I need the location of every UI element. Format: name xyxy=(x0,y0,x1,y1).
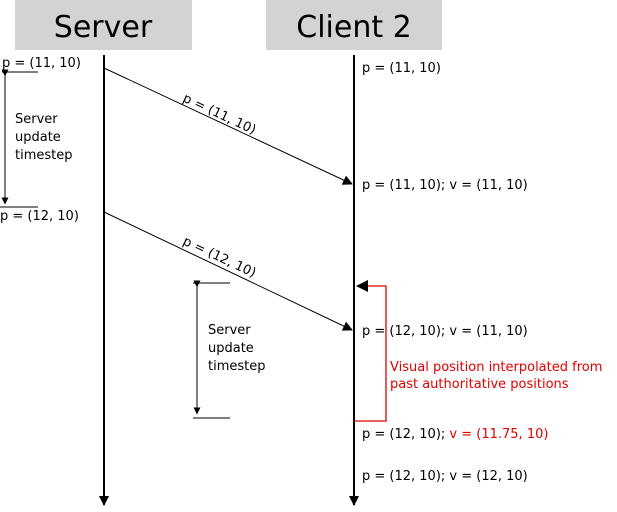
client-state-1: p = (11, 10) xyxy=(362,61,441,76)
message-arrow-1 xyxy=(103,67,353,185)
arrowhead-icon xyxy=(356,280,368,292)
client-header-label: Client 2 xyxy=(296,10,411,45)
client-header-box xyxy=(266,0,442,50)
message-label-1: p = (11, 10) xyxy=(180,91,258,138)
server-position-1: p = (11, 10) xyxy=(2,56,81,71)
client-state-5: p = (12, 10); v = (12, 10) xyxy=(362,469,528,484)
client-state-4-highlight: v = (11.75, 10) xyxy=(449,427,548,442)
message-arrow-2 xyxy=(103,211,353,331)
interpolation-note-line2: past authoritative positions xyxy=(390,377,569,392)
message-label-2: p = (12, 10) xyxy=(180,234,258,281)
client-state-3: p = (12, 10); v = (11, 10) xyxy=(362,324,528,339)
timestep-label-1-line3: timestep xyxy=(15,148,73,163)
server-header-box xyxy=(15,0,192,50)
timestep-label-2-line3: timestep xyxy=(208,359,266,374)
timestep-label-2-line2: update xyxy=(208,341,254,356)
timestep-label-1-line1: Server xyxy=(15,112,58,127)
timestep-label-2-line1: Server xyxy=(208,323,251,338)
interpolation-note-line1: Visual position interpolated from xyxy=(390,360,602,375)
client-state-4: p = (12, 10); v = (11.75, 10) xyxy=(362,427,548,442)
interpolation-bracket xyxy=(354,285,387,422)
server-position-2: p = (12, 10) xyxy=(0,209,79,224)
timestep-label-1-line2: update xyxy=(15,130,61,145)
client-state-2: p = (11, 10); v = (11, 10) xyxy=(362,178,528,193)
server-header-label: Server xyxy=(54,10,153,45)
client-state-4-prefix: p = (12, 10); xyxy=(362,427,449,442)
